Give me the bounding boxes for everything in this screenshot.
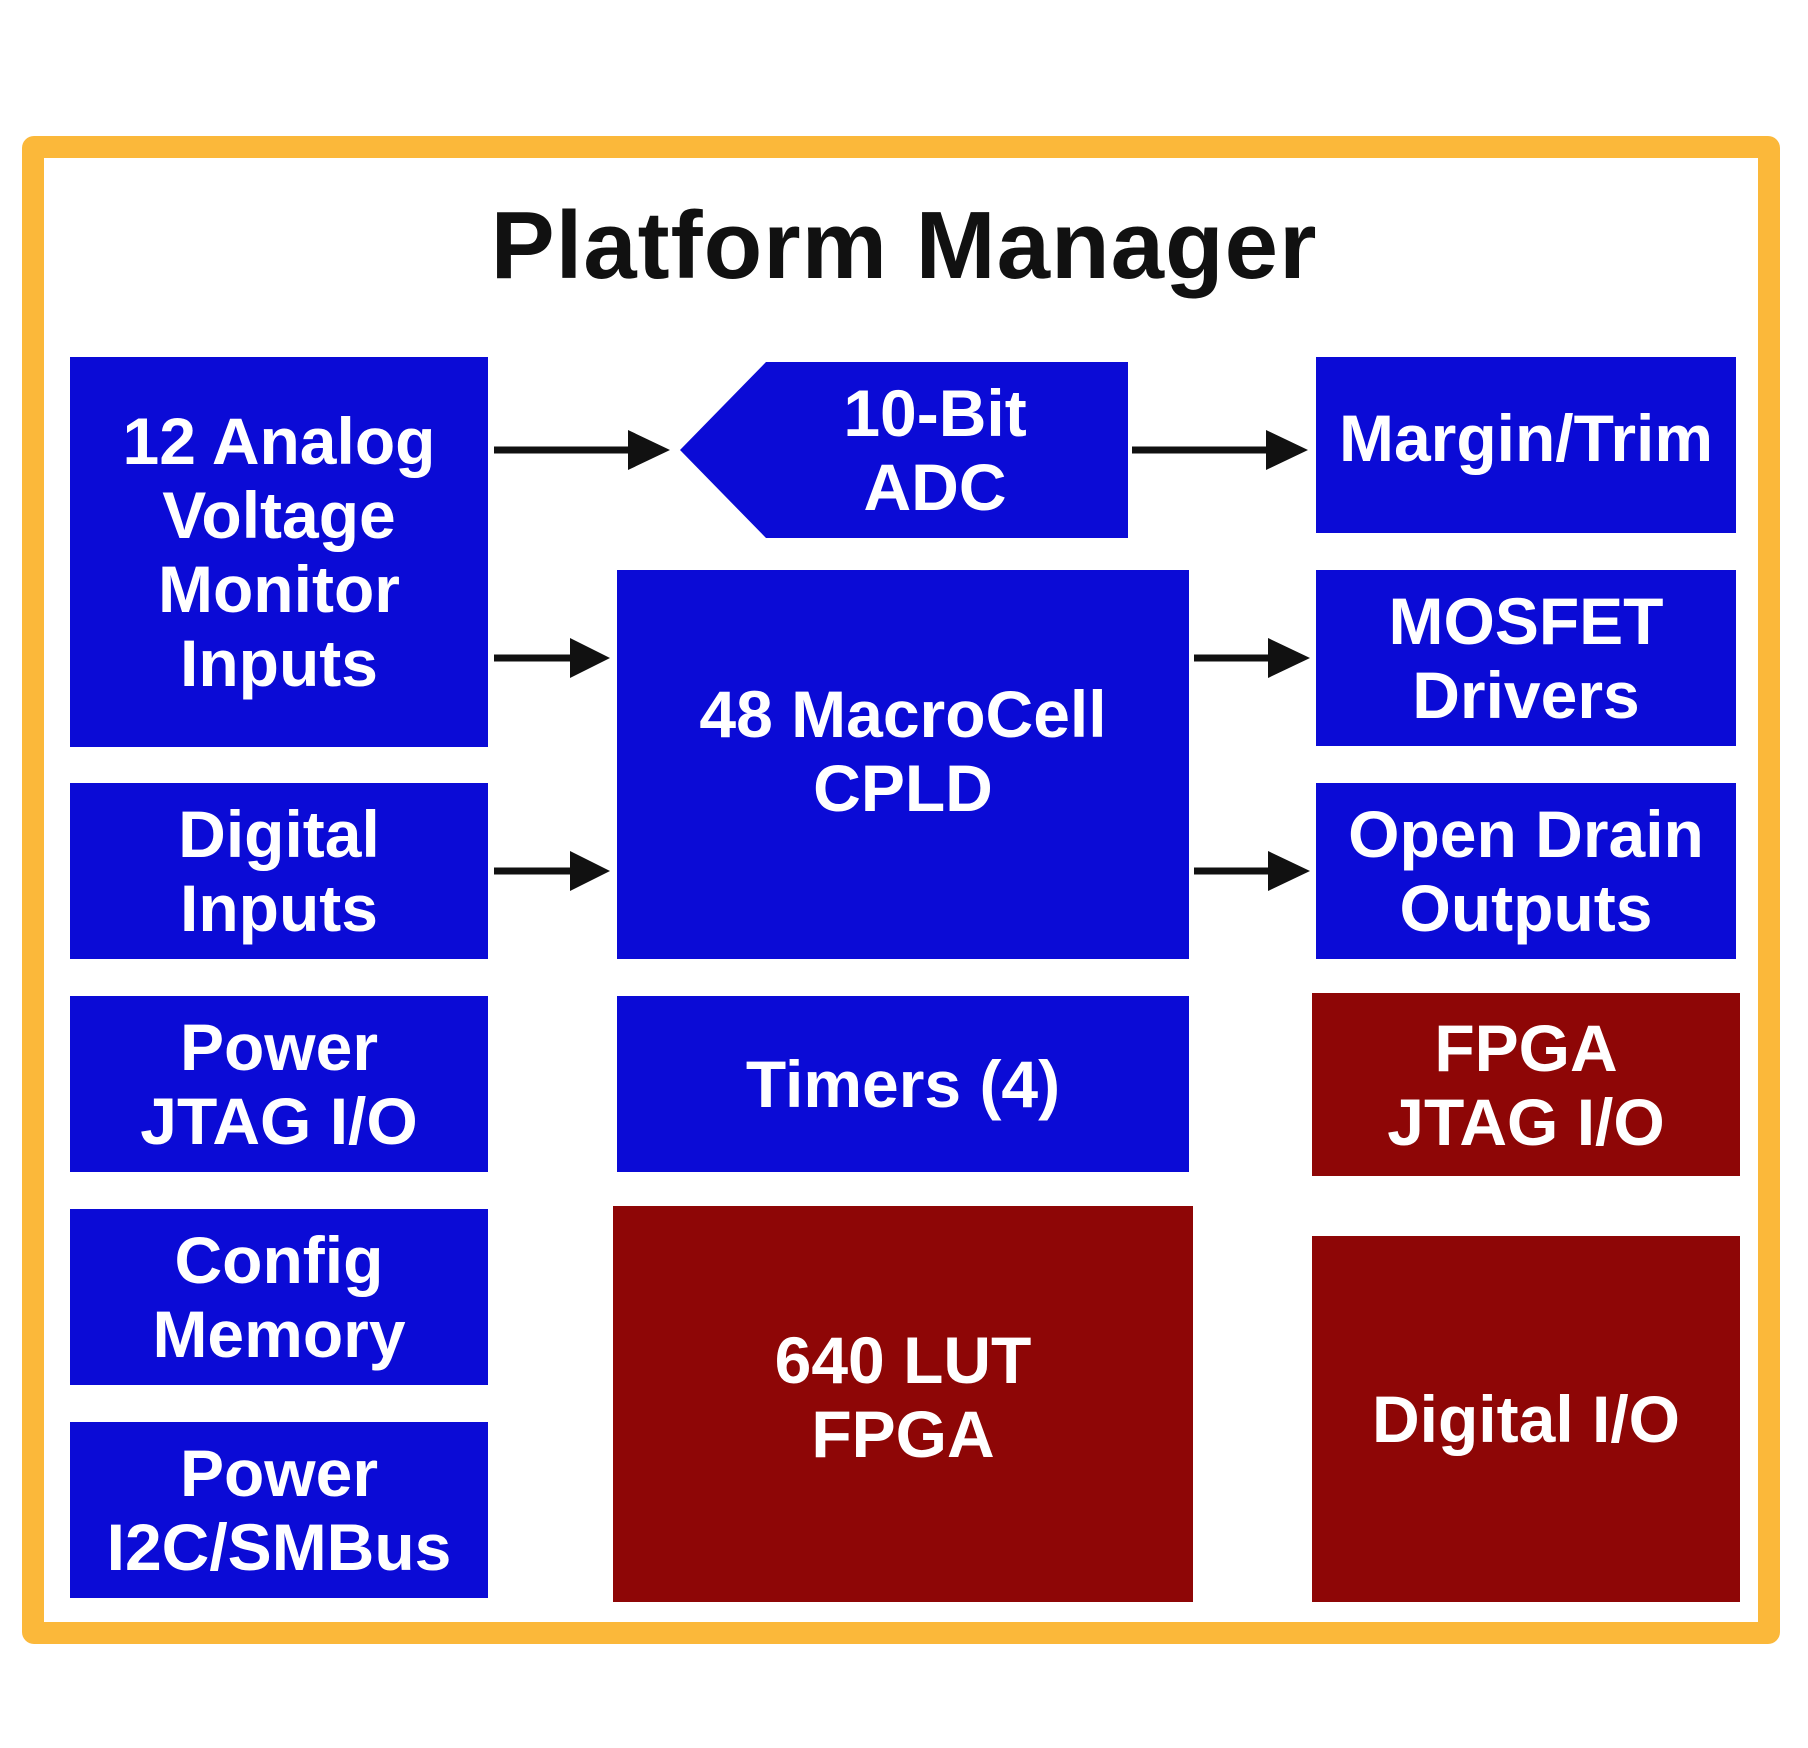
adc-block-shape (680, 362, 1128, 538)
arrow-digital-inputs-to-cpld (494, 851, 610, 891)
arrow-adc-to-margin-trim (1132, 430, 1308, 470)
arrow-analog-to-cpld (494, 638, 610, 678)
digital-inputs-block: Digital Inputs (70, 783, 488, 959)
config-memory-block: Config Memory (70, 1209, 488, 1385)
margin-trim-block: Margin/Trim (1316, 357, 1736, 533)
cpld-block: 48 MacroCell CPLD (617, 570, 1189, 959)
digital-io-block: Digital I/O (1312, 1236, 1740, 1602)
mosfet-drivers-block: MOSFET Drivers (1316, 570, 1736, 746)
timers-block: Timers (4) (617, 996, 1189, 1172)
adc-block-label: 10-Bit ADC (843, 376, 1027, 524)
power-jtag-block: Power JTAG I/O (70, 996, 488, 1172)
fpga-jtag-block: FPGA JTAG I/O (1312, 993, 1740, 1176)
arrow-analog-to-adc (494, 430, 670, 470)
arrow-cpld-to-mosfet (1194, 638, 1310, 678)
arrow-cpld-to-open-drain (1194, 851, 1310, 891)
fpga-block: 640 LUT FPGA (613, 1206, 1193, 1602)
analog-voltage-monitor-block: 12 Analog Voltage Monitor Inputs (70, 357, 488, 747)
diagram-title: Platform Manager (490, 192, 1318, 299)
power-i2c-smbus-block: Power I2C/SMBus (70, 1422, 488, 1598)
open-drain-outputs-block: Open Drain Outputs (1316, 783, 1736, 959)
adc-pentagon (680, 362, 1128, 538)
